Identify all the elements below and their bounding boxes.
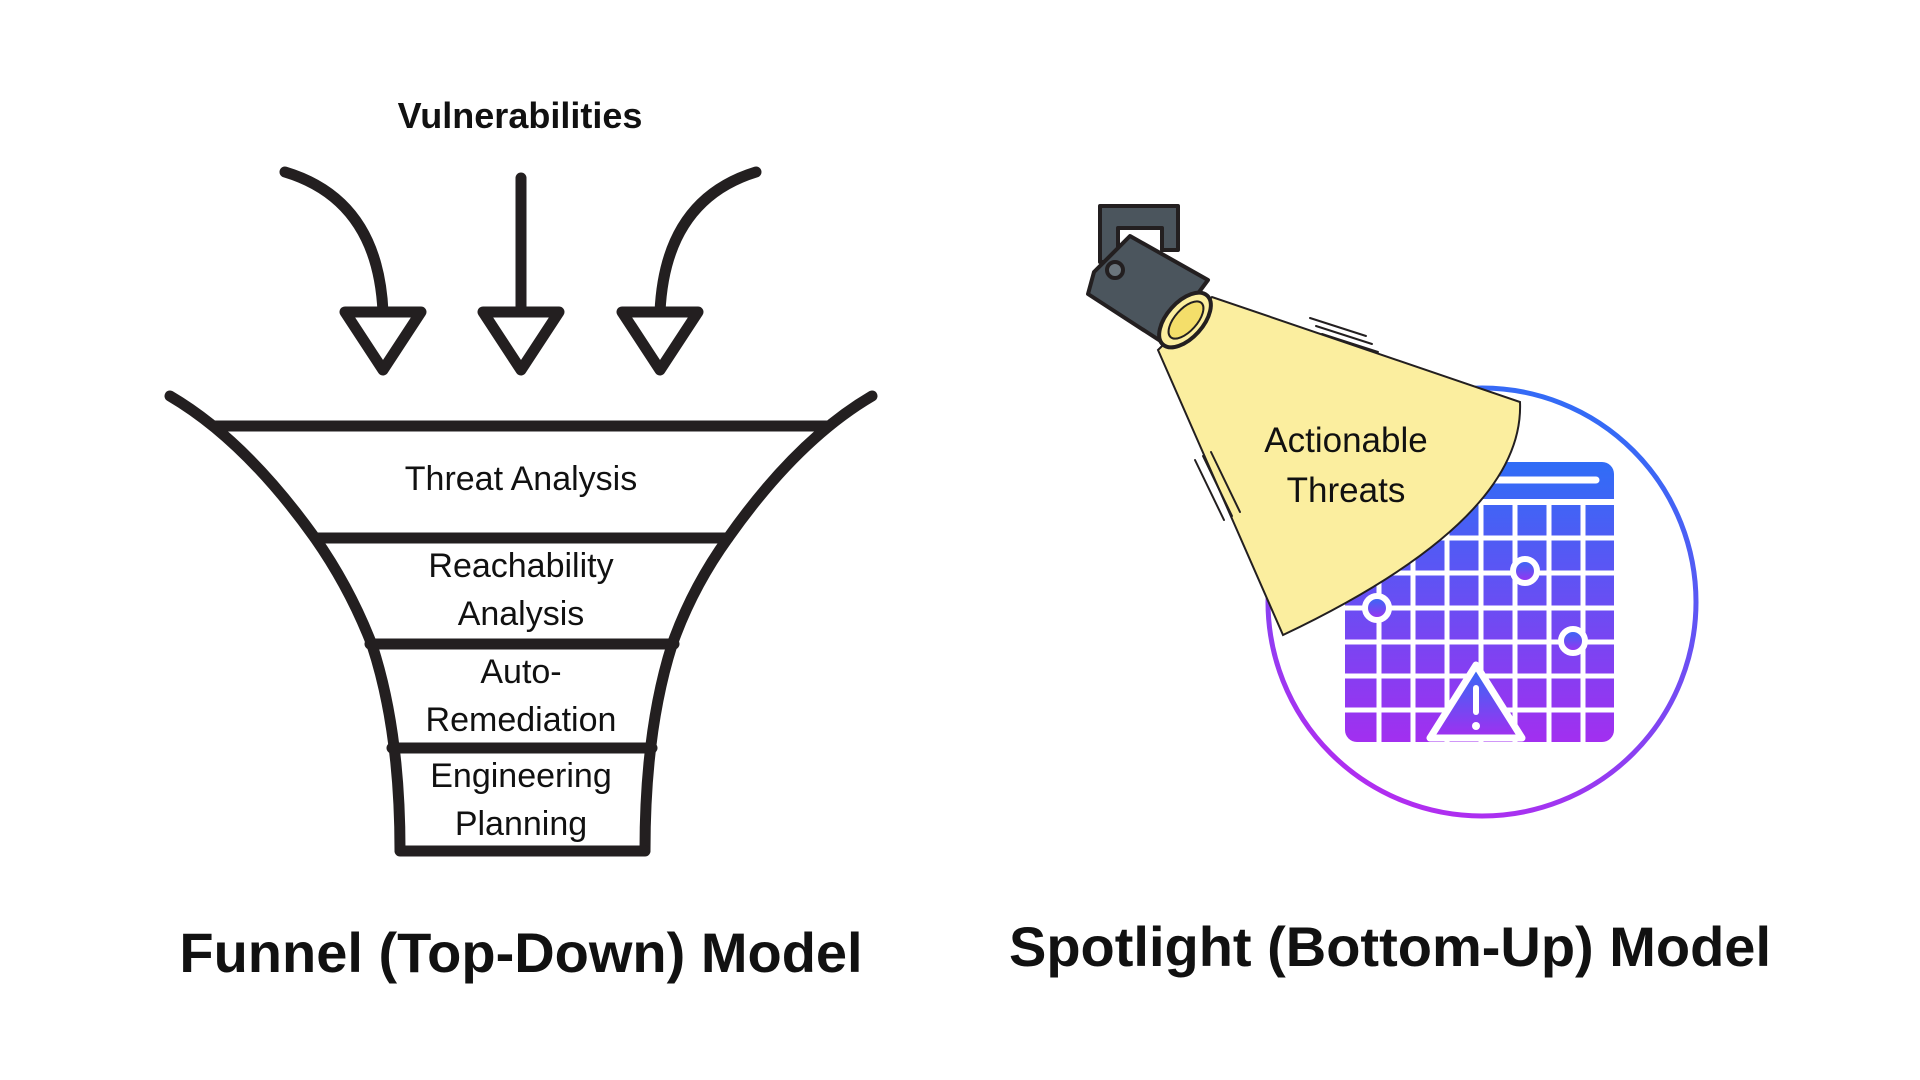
stage-reachability-line1: Reachability [428,547,613,585]
stage-engineering-line2: Planning [455,805,587,843]
arrow-center-head [477,306,565,376]
funnel-diagram: Vulnerabilities Threat Analysis Reachabi… [164,95,878,984]
actionable-label-line2: Threats [1287,471,1406,510]
arrow-left-head [339,306,427,376]
spotlight-lamp-icon [1086,204,1213,350]
arrow-right-icon [654,166,762,318]
stage-remediation-line1: Auto- [480,653,561,691]
funnel-left-side [164,390,406,856]
spotlight-diagram: Actionable Threats Spotlight (Bottom-Up)… [1009,204,1771,978]
stage-threat-analysis: Threat Analysis [405,460,637,498]
input-arrows [279,166,762,376]
stage-reachability-line2: Analysis [458,595,585,633]
stage-engineering-line1: Engineering [430,757,611,795]
motion-lines [1194,317,1379,521]
stage-remediation-line2: Remediation [426,701,617,739]
funnel-caption: Funnel (Top-Down) Model [179,921,862,984]
warning-triangle-icon [1426,661,1526,742]
funnel-right-side [639,390,878,856]
arrow-right-head [616,306,704,376]
arrow-left-icon [279,166,389,318]
light-beam [1156,295,1522,637]
actionable-label-line1: Actionable [1264,421,1427,460]
spotlight-caption: Spotlight (Bottom-Up) Model [1009,915,1771,978]
funnel-body [164,390,878,857]
vulnerabilities-label: Vulnerabilities [398,95,643,136]
